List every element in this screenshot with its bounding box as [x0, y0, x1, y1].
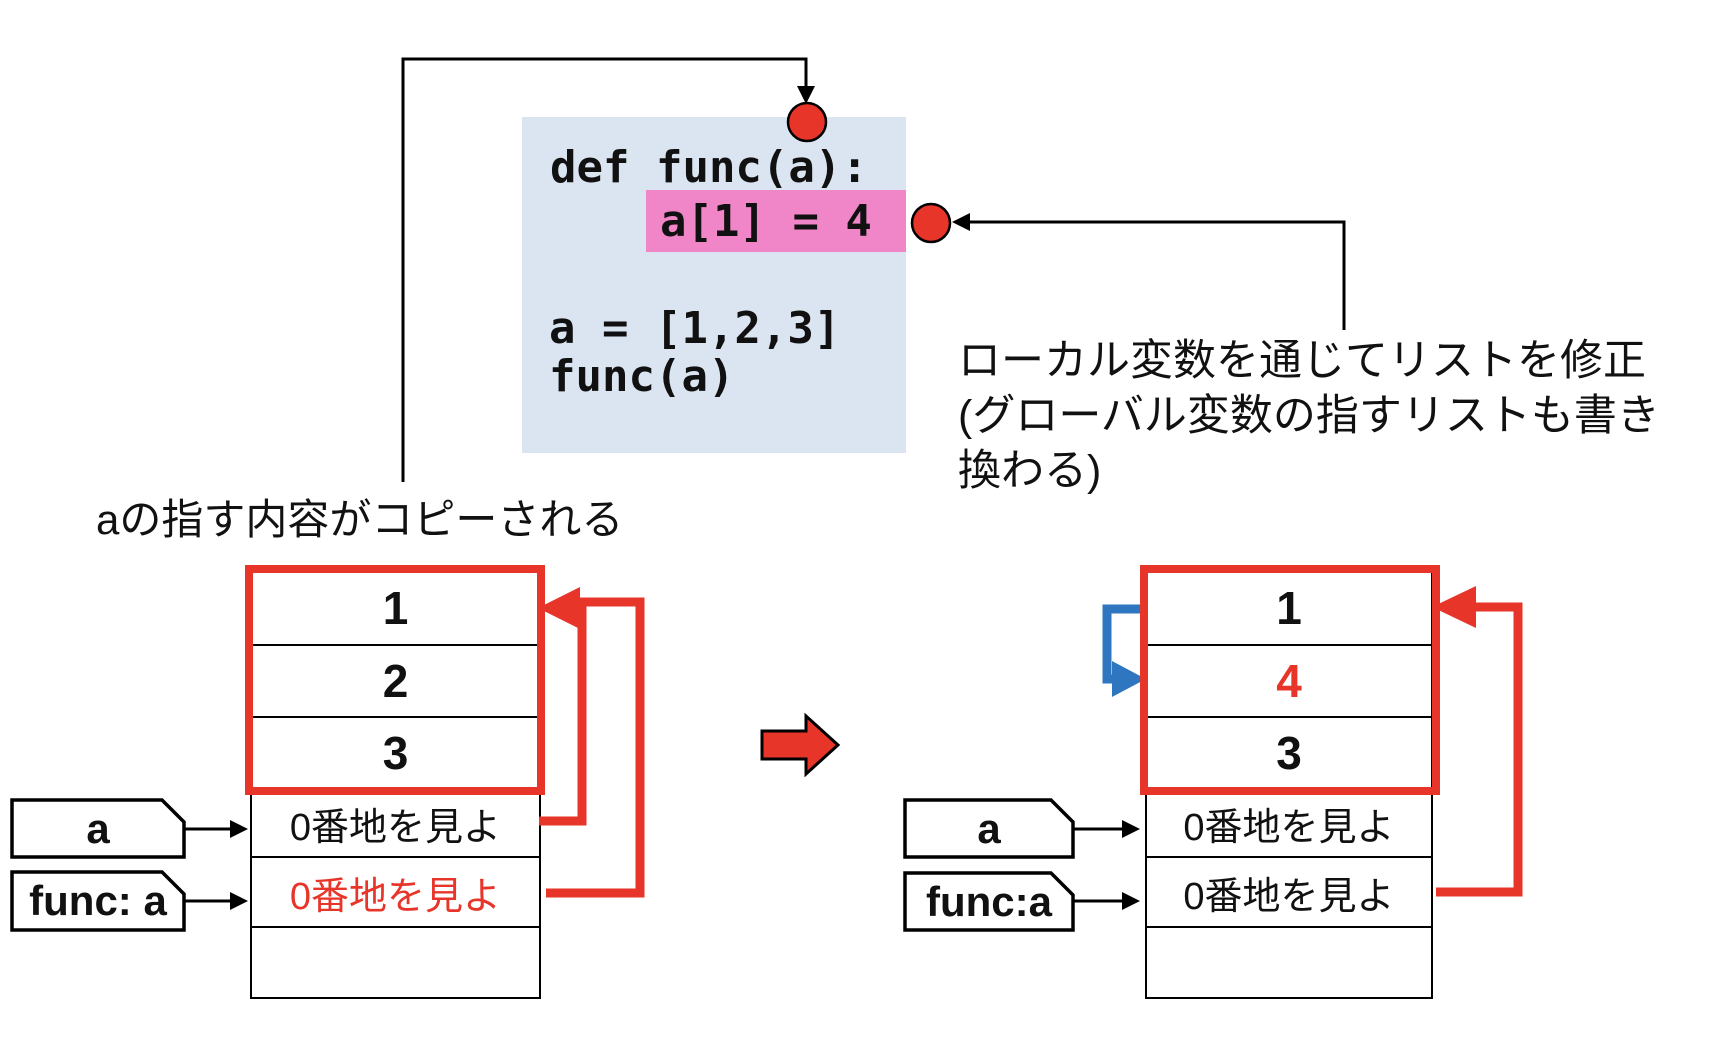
code-line-func-call: func(a) — [549, 351, 735, 402]
copy-annotation: aの指す内容がコピーされる — [96, 496, 624, 543]
left-pointer-cell-a: 0番地を見よ — [252, 788, 539, 856]
right-empty-cell — [1147, 926, 1431, 996]
transition-block-arrow — [760, 712, 841, 778]
right-pointer-cell-a: 0番地を見よ — [1147, 788, 1431, 856]
left-func-reference-arrow — [538, 587, 645, 898]
right-func-pointer-arrow — [1073, 892, 1140, 910]
right-a-tag-label: a — [977, 804, 1001, 852]
code-line-def-func: def func(a): — [550, 142, 868, 193]
left-list-cell-1: 2 — [252, 644, 539, 716]
left-a-tag-label: a — [86, 804, 110, 852]
right-list-cell-0: 1 — [1276, 582, 1302, 634]
modify-annotation-line2: (グローバル変数の指すリストも書き — [958, 392, 1660, 440]
left-func-tag-label: func: a — [29, 877, 167, 924]
right-memory-table: 1 4 3 0番地を見よ 0番地を見よ — [1145, 570, 1433, 999]
right-list-cell-2: 3 — [1147, 716, 1431, 788]
right-a-pointer-arrow — [1073, 820, 1140, 838]
right-list-cell-1: 4 — [1147, 644, 1431, 716]
left-list-red-outline — [245, 565, 545, 795]
modify-annotation-line1: ローカル変数を通じてリストを修正 — [958, 337, 1646, 385]
right-list-red-outline — [1140, 565, 1440, 795]
modify-annotation-line3: 換わる) — [958, 447, 1102, 495]
left-list-cell-0: 1 — [382, 582, 409, 634]
left-pointer-cell-func: 0番地を見よ — [252, 856, 539, 926]
code-line-list-literal: a = [1,2,3] — [549, 303, 841, 354]
left-func-pointer-arrow — [184, 892, 248, 910]
code-line-assignment: a[1] = 4 — [660, 196, 872, 247]
left-a-reference-arrow — [539, 603, 587, 826]
left-list-cell-2: 3 — [252, 716, 539, 788]
left-empty-cell — [252, 926, 539, 996]
right-func-reference-arrow — [1432, 586, 1523, 897]
right-pointer-cell-func: 0番地を見よ — [1147, 856, 1431, 926]
right-func-tag-label: func:a — [926, 877, 1052, 925]
statement-red-dot — [910, 202, 952, 244]
modify-annotation: ローカル変数を通じてリストを修正 (グローバル変数の指すリストも書き 換わる) — [958, 334, 1660, 499]
modify-arrow — [952, 213, 1346, 330]
left-a-pointer-arrow — [184, 820, 248, 838]
